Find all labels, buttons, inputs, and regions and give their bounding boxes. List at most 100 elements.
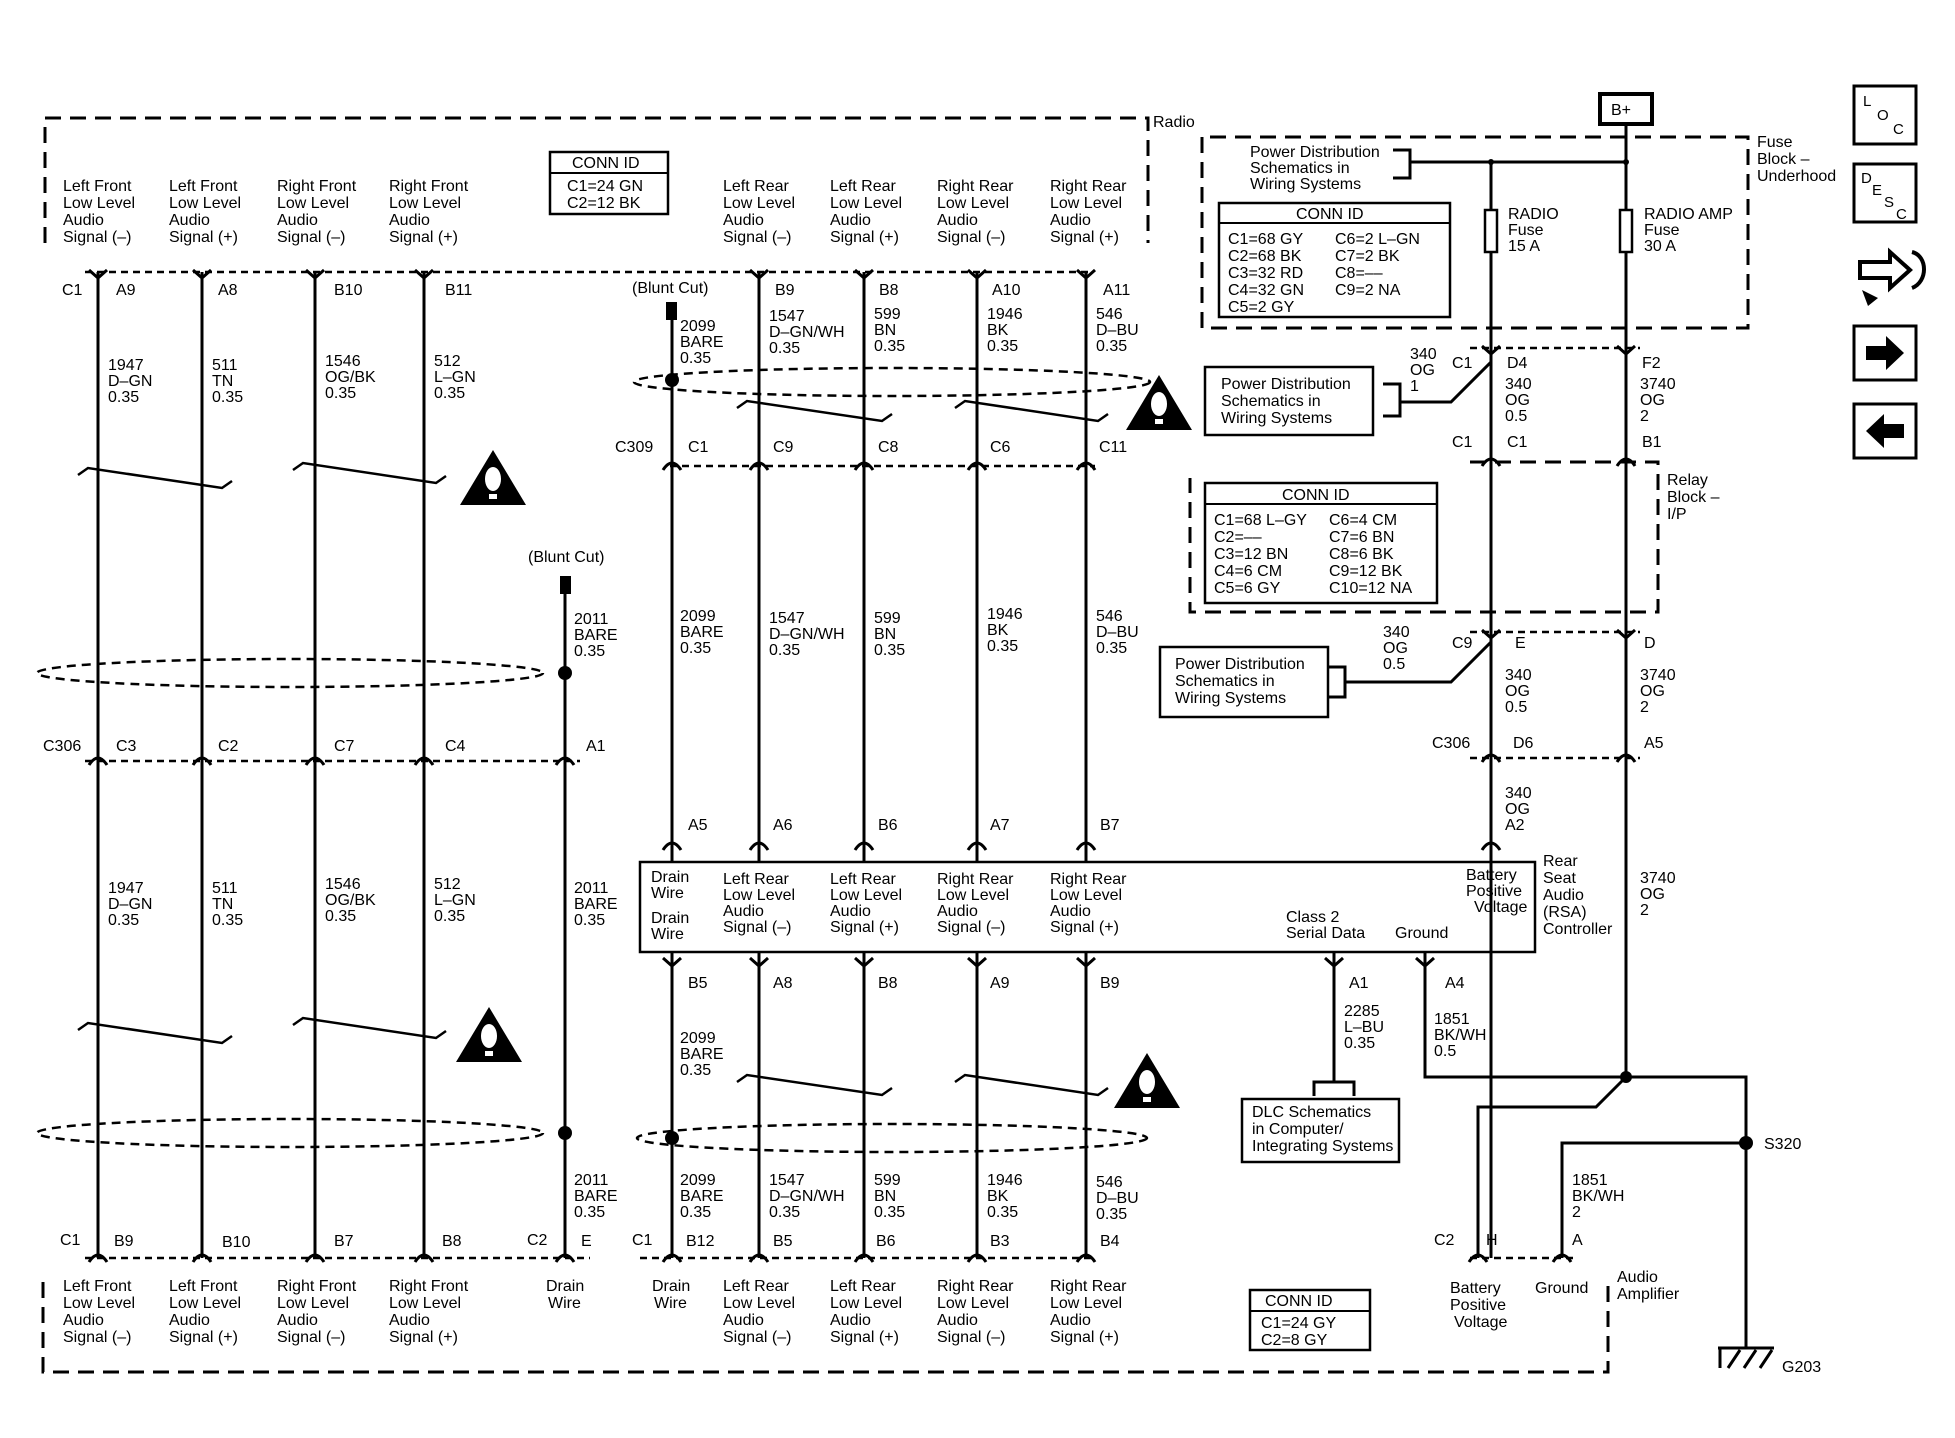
relay-conn-id-lines: C1=68 L–GY C2=–– C3=12 BN C4=6 CM C5=6 G…: [1214, 512, 1412, 597]
rsa-bottom-pins: B5 A8 B8 A9 B9 A1 A4: [688, 975, 1465, 992]
svg-text:0.35: 0.35: [680, 640, 711, 657]
radio-signal-label: Left Front: [169, 178, 238, 195]
svg-text:B6: B6: [878, 817, 898, 834]
svg-text:C1: C1: [1452, 434, 1473, 451]
svg-text:A8: A8: [218, 282, 238, 299]
svg-text:D6: D6: [1513, 735, 1534, 752]
svg-text:L–GN: L–GN: [434, 369, 476, 386]
pin-marker: [661, 841, 683, 851]
connector-tool-icon[interactable]: [1858, 247, 1926, 306]
loc-button[interactable]: L O C: [1852, 84, 1918, 146]
svg-text:Integrating Systems: Integrating Systems: [1252, 1138, 1393, 1155]
pin-marker: [191, 1253, 213, 1263]
rsa-top-pins: A5 A6 B6 A7 B7: [688, 817, 1120, 834]
pin-marker: [1075, 461, 1097, 471]
svg-text:0.35: 0.35: [769, 340, 800, 357]
svg-text:C4=6 CM: C4=6 CM: [1214, 563, 1282, 580]
svg-text:C3: C3: [116, 738, 137, 755]
svg-text:599: 599: [874, 1172, 901, 1189]
svg-text:RADIO: RADIO: [1508, 206, 1559, 223]
svg-text:B4: B4: [1100, 1233, 1120, 1250]
svg-text:B1: B1: [1642, 434, 1662, 451]
svg-text:340: 340: [1505, 667, 1532, 684]
splice-dot: [665, 1131, 679, 1145]
svg-text:BN: BN: [874, 322, 896, 339]
b-plus-label: B+: [1611, 102, 1631, 119]
back-arrow-button[interactable]: [1852, 402, 1918, 460]
svg-text:Ground: Ground: [1395, 925, 1448, 942]
svg-text:C6=2 L–GN: C6=2 L–GN: [1335, 231, 1420, 248]
svg-text:OG: OG: [1383, 640, 1408, 657]
caution-icon: [1114, 1053, 1180, 1108]
fuse-block-outline: [1200, 135, 1750, 330]
svg-text:Drain: Drain: [651, 869, 689, 886]
svg-text:Low Level: Low Level: [169, 1295, 241, 1312]
dlc-ref-box[interactable]: [1240, 1097, 1401, 1164]
forward-arrow-button[interactable]: [1852, 324, 1918, 382]
svg-text:2: 2: [1640, 902, 1649, 919]
splice-dot: [665, 373, 679, 387]
svg-text:A1: A1: [586, 738, 606, 755]
svg-text:B11: B11: [445, 282, 472, 299]
radio-signal-label: Right Front: [277, 178, 357, 195]
svg-text:Signal (–): Signal (–): [723, 1329, 791, 1346]
svg-text:L–BU: L–BU: [1344, 1019, 1384, 1036]
pin-marker: [413, 756, 435, 766]
svg-text:Wire: Wire: [651, 926, 684, 943]
svg-text:Signal (–): Signal (–): [63, 229, 131, 246]
svg-text:1947: 1947: [108, 880, 144, 897]
svg-text:B7: B7: [1100, 817, 1120, 834]
power-distribution-ref-box[interactable]: [1158, 645, 1330, 719]
svg-text:RADIO AMP: RADIO AMP: [1644, 206, 1733, 223]
front-wire-labels-upper: 1947 D–GN 0.35 511 TN 0.35 1546 OG/BK 0.…: [108, 353, 476, 406]
svg-text:Wire: Wire: [548, 1295, 581, 1312]
pin-marker: [1076, 956, 1096, 969]
svg-text:2099: 2099: [680, 608, 716, 625]
svg-text:546: 546: [1096, 608, 1123, 625]
svg-text:Signal (–): Signal (–): [723, 229, 791, 246]
svg-text:2099: 2099: [680, 318, 716, 335]
svg-text:Signal (+): Signal (+): [169, 229, 238, 246]
svg-text:Right Rear: Right Rear: [937, 1278, 1014, 1295]
svg-text:512: 512: [434, 353, 461, 370]
svg-text:C1=68 GY: C1=68 GY: [1228, 231, 1303, 248]
svg-text:0.35: 0.35: [987, 638, 1018, 655]
svg-text:C4=32 GN: C4=32 GN: [1228, 282, 1304, 299]
svg-text:B5: B5: [688, 975, 708, 992]
svg-text:Low Level: Low Level: [63, 1295, 135, 1312]
radio-conn-id-title: CONN ID: [572, 155, 640, 172]
svg-text:BARE: BARE: [680, 1046, 724, 1063]
svg-text:Signal (+): Signal (+): [830, 1329, 899, 1346]
desc-button[interactable]: D E S C: [1852, 162, 1918, 224]
svg-text:C9: C9: [1452, 635, 1473, 652]
svg-text:Audio: Audio: [1543, 887, 1584, 904]
svg-text:Drain: Drain: [546, 1278, 584, 1295]
svg-text:0.35: 0.35: [108, 912, 139, 929]
svg-text:Power Distribution: Power Distribution: [1175, 656, 1305, 673]
svg-text:Signal (+): Signal (+): [389, 1329, 458, 1346]
rear-wire-labels-top: 1547 D–GN/WH 0.35 599 BN 0.35 1946 BK 0.…: [769, 306, 1139, 357]
svg-text:L: L: [1863, 93, 1871, 110]
pin-marker: [854, 268, 874, 281]
svg-text:Low Level: Low Level: [389, 1295, 461, 1312]
pin-marker: [305, 268, 325, 281]
svg-text:Amplifier: Amplifier: [1617, 1286, 1680, 1303]
radio-signal-label: Left Rear: [723, 178, 789, 195]
svg-text:Low Level: Low Level: [830, 195, 902, 212]
svg-text:C8=6 BK: C8=6 BK: [1329, 546, 1394, 563]
svg-text:L–GN: L–GN: [434, 892, 476, 909]
c309-label: C309: [615, 439, 653, 456]
pin-marker: [749, 956, 769, 969]
svg-text:C5=6 GY: C5=6 GY: [1214, 580, 1281, 597]
svg-text:Low Level: Low Level: [830, 1295, 902, 1312]
svg-text:30 A: 30 A: [1644, 238, 1676, 255]
blunt-cut-marker: [666, 302, 677, 320]
svg-text:0.5: 0.5: [1434, 1043, 1456, 1060]
svg-text:Left Rear: Left Rear: [830, 871, 896, 888]
svg-text:Low Level: Low Level: [277, 1295, 349, 1312]
power-distribution-ref-box[interactable]: [1203, 365, 1375, 437]
svg-text:A5: A5: [1644, 735, 1664, 752]
svg-text:2099: 2099: [680, 1030, 716, 1047]
svg-text:D: D: [1644, 635, 1656, 652]
svg-text:C1: C1: [60, 1232, 81, 1249]
